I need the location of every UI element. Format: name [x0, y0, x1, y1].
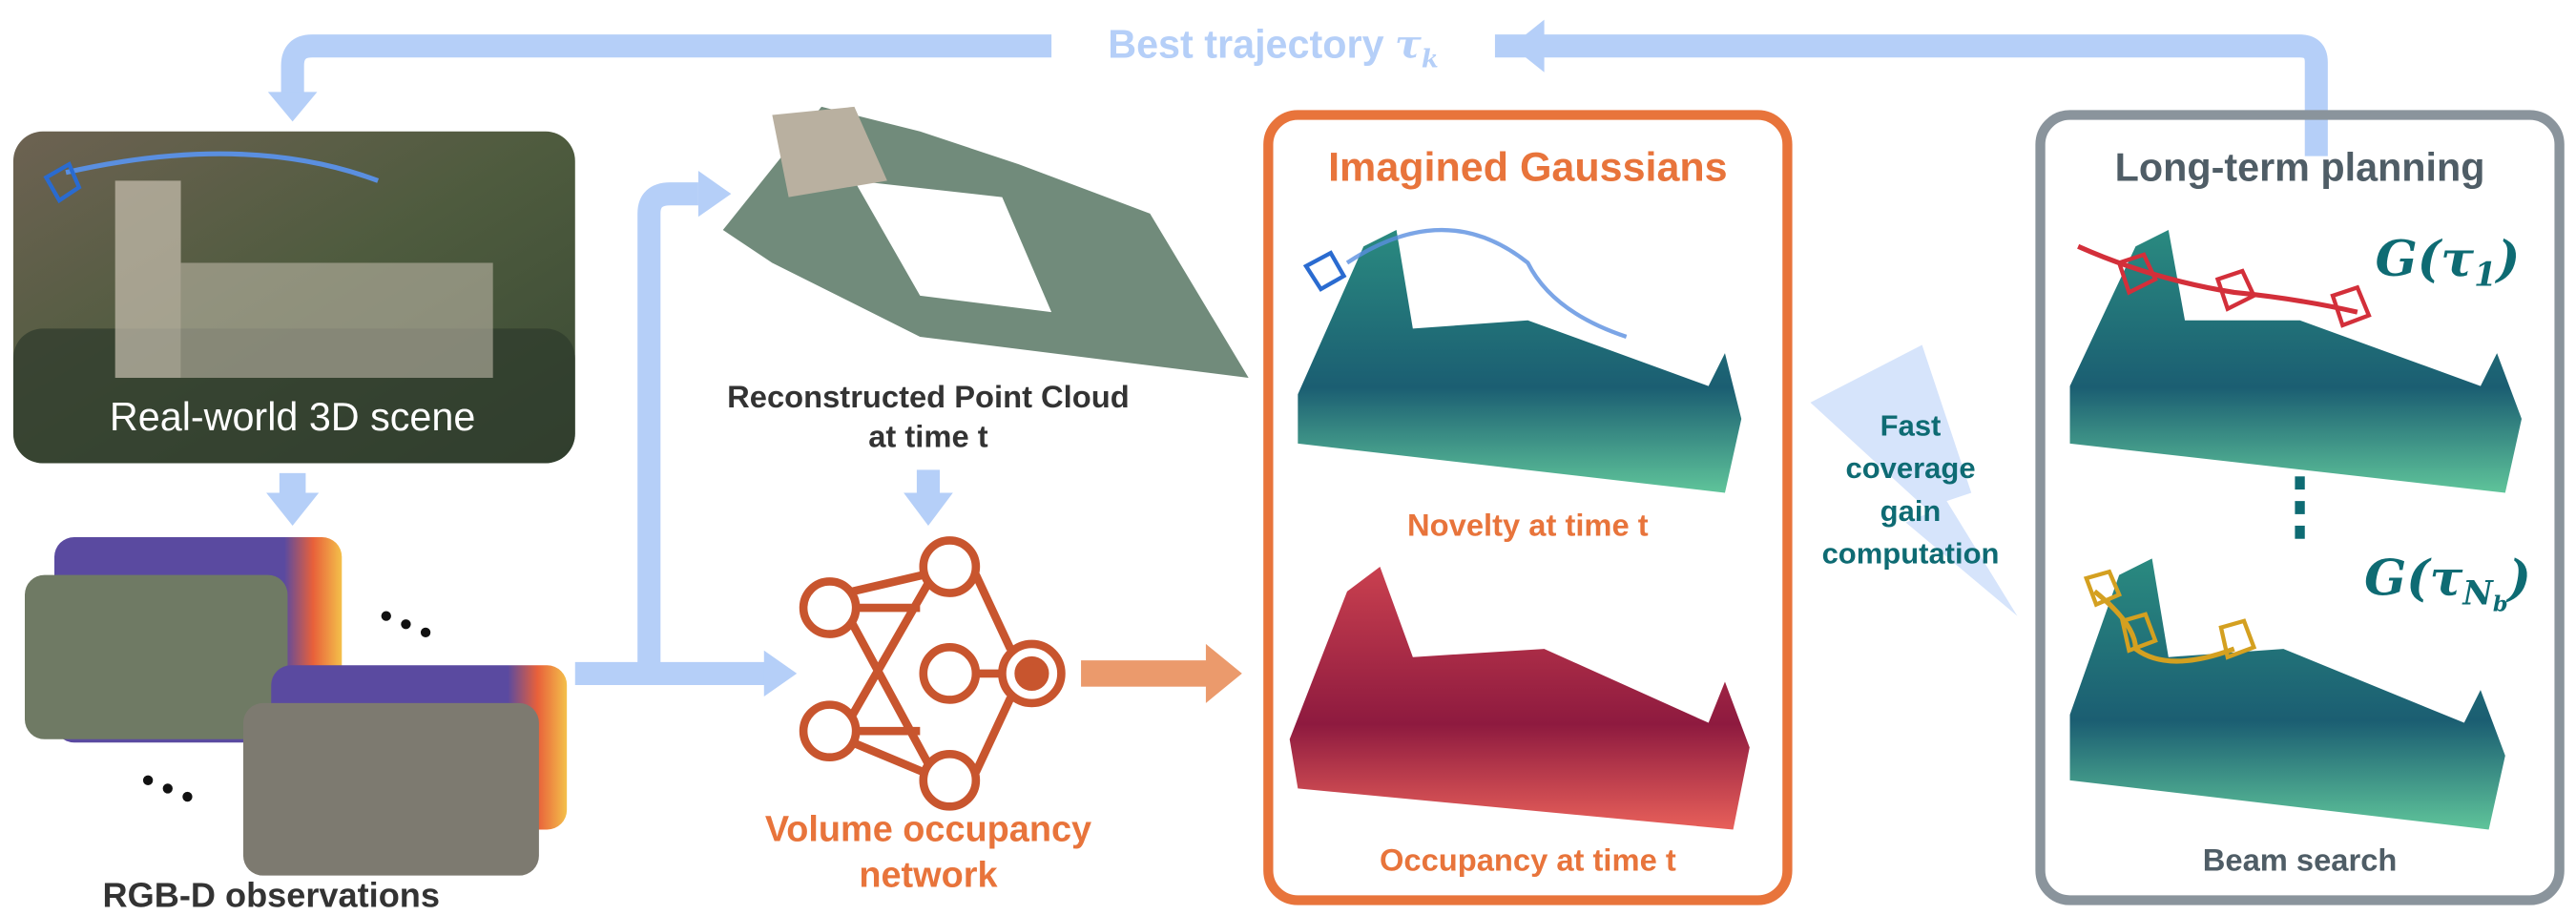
camera-icon	[2120, 612, 2158, 654]
network-label-line1: Volume occupancy	[765, 810, 1091, 850]
observation-arrow	[574, 171, 798, 697]
camera-icon	[1302, 250, 1347, 292]
real-world-scene-image	[12, 131, 575, 464]
beam-candidate-1	[2069, 230, 2523, 493]
long-term-planning-title: Long-term planning	[2115, 145, 2485, 189]
point-cloud-label-line2: at time t	[868, 418, 987, 453]
camera-icon	[2214, 268, 2257, 312]
novelty-label: Novelty at time t	[1407, 507, 1649, 542]
long-term-planning-panel	[2035, 110, 2565, 905]
camera-icon	[2083, 569, 2123, 608]
occupancy-point-cloud	[1289, 566, 1750, 830]
svg-text:coverage: coverage	[1845, 451, 1975, 485]
svg-text:Fast: Fast	[1880, 408, 1942, 442]
gain-tau-1: G(τ1)	[2376, 231, 2521, 294]
fast-coverage-label: Fast coverage gain computation	[1822, 408, 2000, 570]
neural-network-icon	[799, 536, 1066, 811]
point-cloud-label-line1: Reconstructed Point Cloud	[727, 379, 1130, 414]
occupancy-label: Occupancy at time t	[1380, 842, 1676, 878]
gain-tau-nb: G(τNb)	[2364, 550, 2531, 616]
imagined-gaussians-panel	[1263, 110, 1793, 905]
ellipsis-dots	[2295, 476, 2305, 539]
best-trajectory-label: Best trajectory τk	[1108, 20, 1439, 73]
imagined-gaussians-title: Imagined Gaussians	[1328, 144, 1728, 190]
svg-text:computation: computation	[1822, 537, 2000, 571]
rgbd-label: RGB-D observations	[103, 875, 440, 914]
down-arrow	[266, 472, 320, 526]
beam-search-label: Beam search	[2203, 842, 2398, 878]
reconstructed-point-cloud	[722, 106, 1249, 378]
beam-candidate-nb	[2069, 558, 2505, 830]
camera-icon	[2218, 618, 2257, 660]
down-arrow	[904, 469, 953, 526]
best-trajectory-arrow	[267, 19, 2328, 156]
network-label-line2: network	[859, 856, 998, 896]
novelty-point-cloud	[1298, 228, 1742, 493]
camera-icon	[2330, 284, 2372, 328]
rgbd-observations-stack	[24, 537, 568, 876]
camera-icon	[43, 161, 82, 204]
camera-icon	[2116, 252, 2158, 296]
orange-arrow	[1081, 643, 1242, 703]
lightning-icon	[1810, 344, 2018, 616]
scene-label: Real-world 3D scene	[110, 395, 475, 439]
svg-text:gain: gain	[1880, 494, 1942, 528]
